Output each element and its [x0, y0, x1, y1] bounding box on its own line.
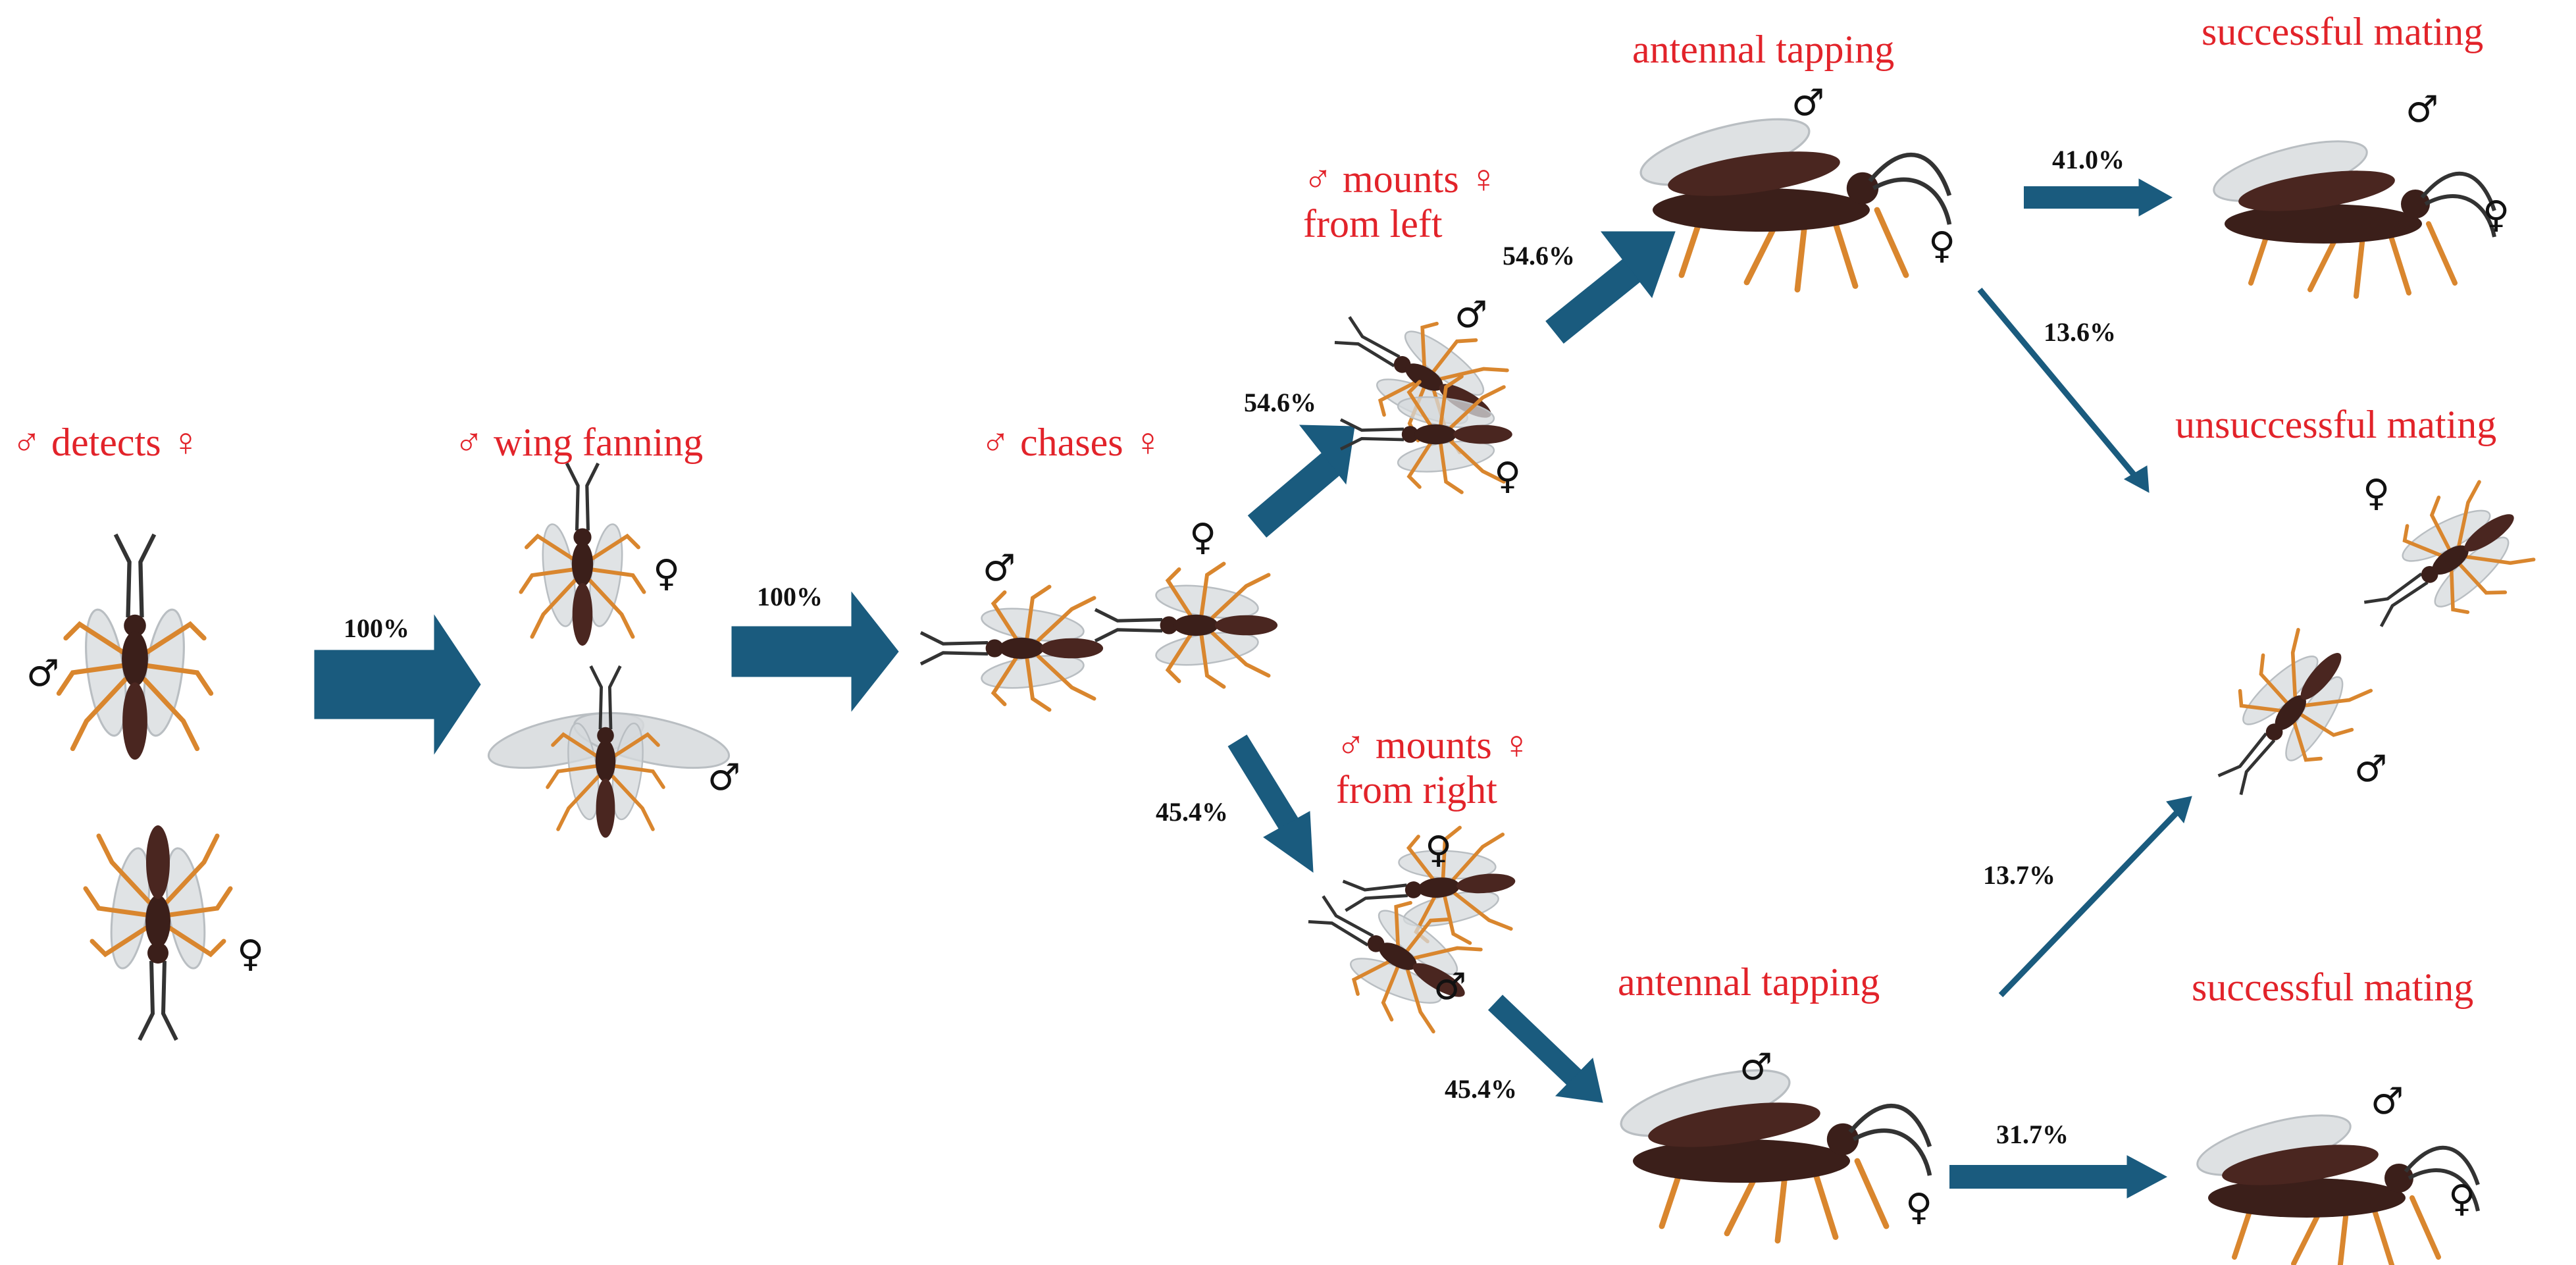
stage-chases-label: ♂ chases ♀	[981, 421, 1163, 464]
pct-mount-left-to-tapping: 54.6%	[1503, 241, 1575, 271]
wasp-pair-success-bottom	[2192, 1103, 2478, 1265]
pct-fanning-to-chase: 100%	[757, 582, 823, 611]
female-symbol-mount-right: ♀	[1425, 829, 1452, 871]
pct-chase-to-mount-left: 54.6%	[1244, 388, 1316, 417]
pct-tapping-top-to-success: 41.0%	[2052, 145, 2125, 174]
stage-mounts-left-label-line1: ♂ mounts ♀	[1303, 157, 1499, 201]
female-symbol-fanning: ♀	[653, 552, 680, 595]
stage-successful-mating-top-label: successful mating	[2202, 10, 2483, 53]
arrow-tapping-bottom-to-success	[1949, 1155, 2168, 1199]
pct-tapping-top-to-unsuccessful: 13.6%	[2044, 317, 2116, 347]
female-symbol-tapping-bottom: ♀	[1905, 1186, 1932, 1229]
wasp-male-detects	[59, 534, 211, 760]
wasp-pair-tapping-top	[1635, 106, 1949, 290]
male-symbol-tapping-top: ♂	[1791, 82, 1824, 124]
wasp-male-chasing	[921, 587, 1103, 710]
stage-unsuccessful-mating-label: unsuccessful mating	[2175, 403, 2496, 446]
pct-tapping-bottom-to-success: 31.7%	[1996, 1120, 2069, 1149]
wasp-female-detects	[86, 825, 230, 1040]
stage-wing-fanning-label: ♂ wing fanning	[454, 421, 703, 464]
arrow-tapping-bottom-to-unsuccessful	[1998, 796, 2192, 998]
wasp-pair-mount-right	[1287, 823, 1520, 1045]
arrow-chase-to-mount-left	[1247, 425, 1355, 538]
stage-successful-mating-bottom-label: successful mating	[2192, 966, 2473, 1009]
wasp-pair-success-top	[2208, 129, 2494, 296]
female-symbol-success-bottom: ♀	[2448, 1177, 2475, 1220]
stage-mounts-right-label-line1: ♂ mounts ♀	[1336, 723, 1532, 767]
male-symbol-tapping-bottom: ♂	[1739, 1046, 1772, 1089]
female-symbol-success-top: ♀	[2483, 194, 2510, 236]
stage-mounts-right-label-line2: from right	[1336, 768, 1497, 812]
male-symbol-mount-left: ♂	[1455, 294, 1487, 336]
arrow-detects-to-fanning	[314, 614, 481, 755]
male-symbol-chasing: ♂	[983, 547, 1016, 590]
wasp-male-fanning	[487, 666, 731, 838]
stage-antennal-tapping-bottom-label: antennal tapping	[1618, 960, 1880, 1004]
male-symbol-mount-right: ♂	[1433, 966, 1466, 1008]
female-symbol-unsuccessful: ♀	[2363, 472, 2390, 515]
female-symbol-tapping-top: ♀	[1928, 224, 1955, 267]
male-symbol-detects: ♂	[26, 652, 59, 695]
stage-antennal-tapping-top-label: antennal tapping	[1632, 28, 1894, 71]
female-symbol-chased: ♀	[1189, 516, 1216, 559]
female-symbol-detects: ♀	[237, 933, 264, 975]
pct-tapping-bottom-to-unsuccessful: 13.7%	[1983, 860, 2055, 890]
wasp-female-fanning	[521, 463, 644, 646]
female-symbol-mount-left: ♀	[1494, 455, 1521, 498]
wasp-male-unsuccessful	[2185, 617, 2384, 823]
pct-detects-to-fanning: 100%	[344, 613, 409, 643]
arrow-fanning-to-chase	[731, 591, 899, 712]
arrow-mount-left-to-tapping	[1545, 231, 1676, 344]
wasp-female-chased	[1095, 564, 1277, 687]
male-symbol-success-bottom: ♂	[2371, 1080, 2404, 1123]
pct-mount-right-to-tapping: 45.4%	[1445, 1074, 1517, 1104]
arrow-tapping-top-to-unsuccessful	[1977, 288, 2150, 493]
male-symbol-fanning: ♂	[708, 756, 740, 799]
arrow-mount-right-to-tapping	[1487, 994, 1603, 1103]
arrow-chase-to-mount-right	[1227, 735, 1314, 873]
stage-mounts-left-label-line2: from left	[1303, 202, 1443, 245]
male-symbol-unsuccessful: ♂	[2354, 748, 2387, 790]
pct-chase-to-mount-right: 45.4%	[1156, 797, 1228, 827]
arrow-tapping-top-to-success	[2024, 178, 2173, 217]
male-symbol-success-top: ♂	[2406, 88, 2438, 131]
stage-detects-label: ♂ detects ♀	[12, 421, 201, 464]
